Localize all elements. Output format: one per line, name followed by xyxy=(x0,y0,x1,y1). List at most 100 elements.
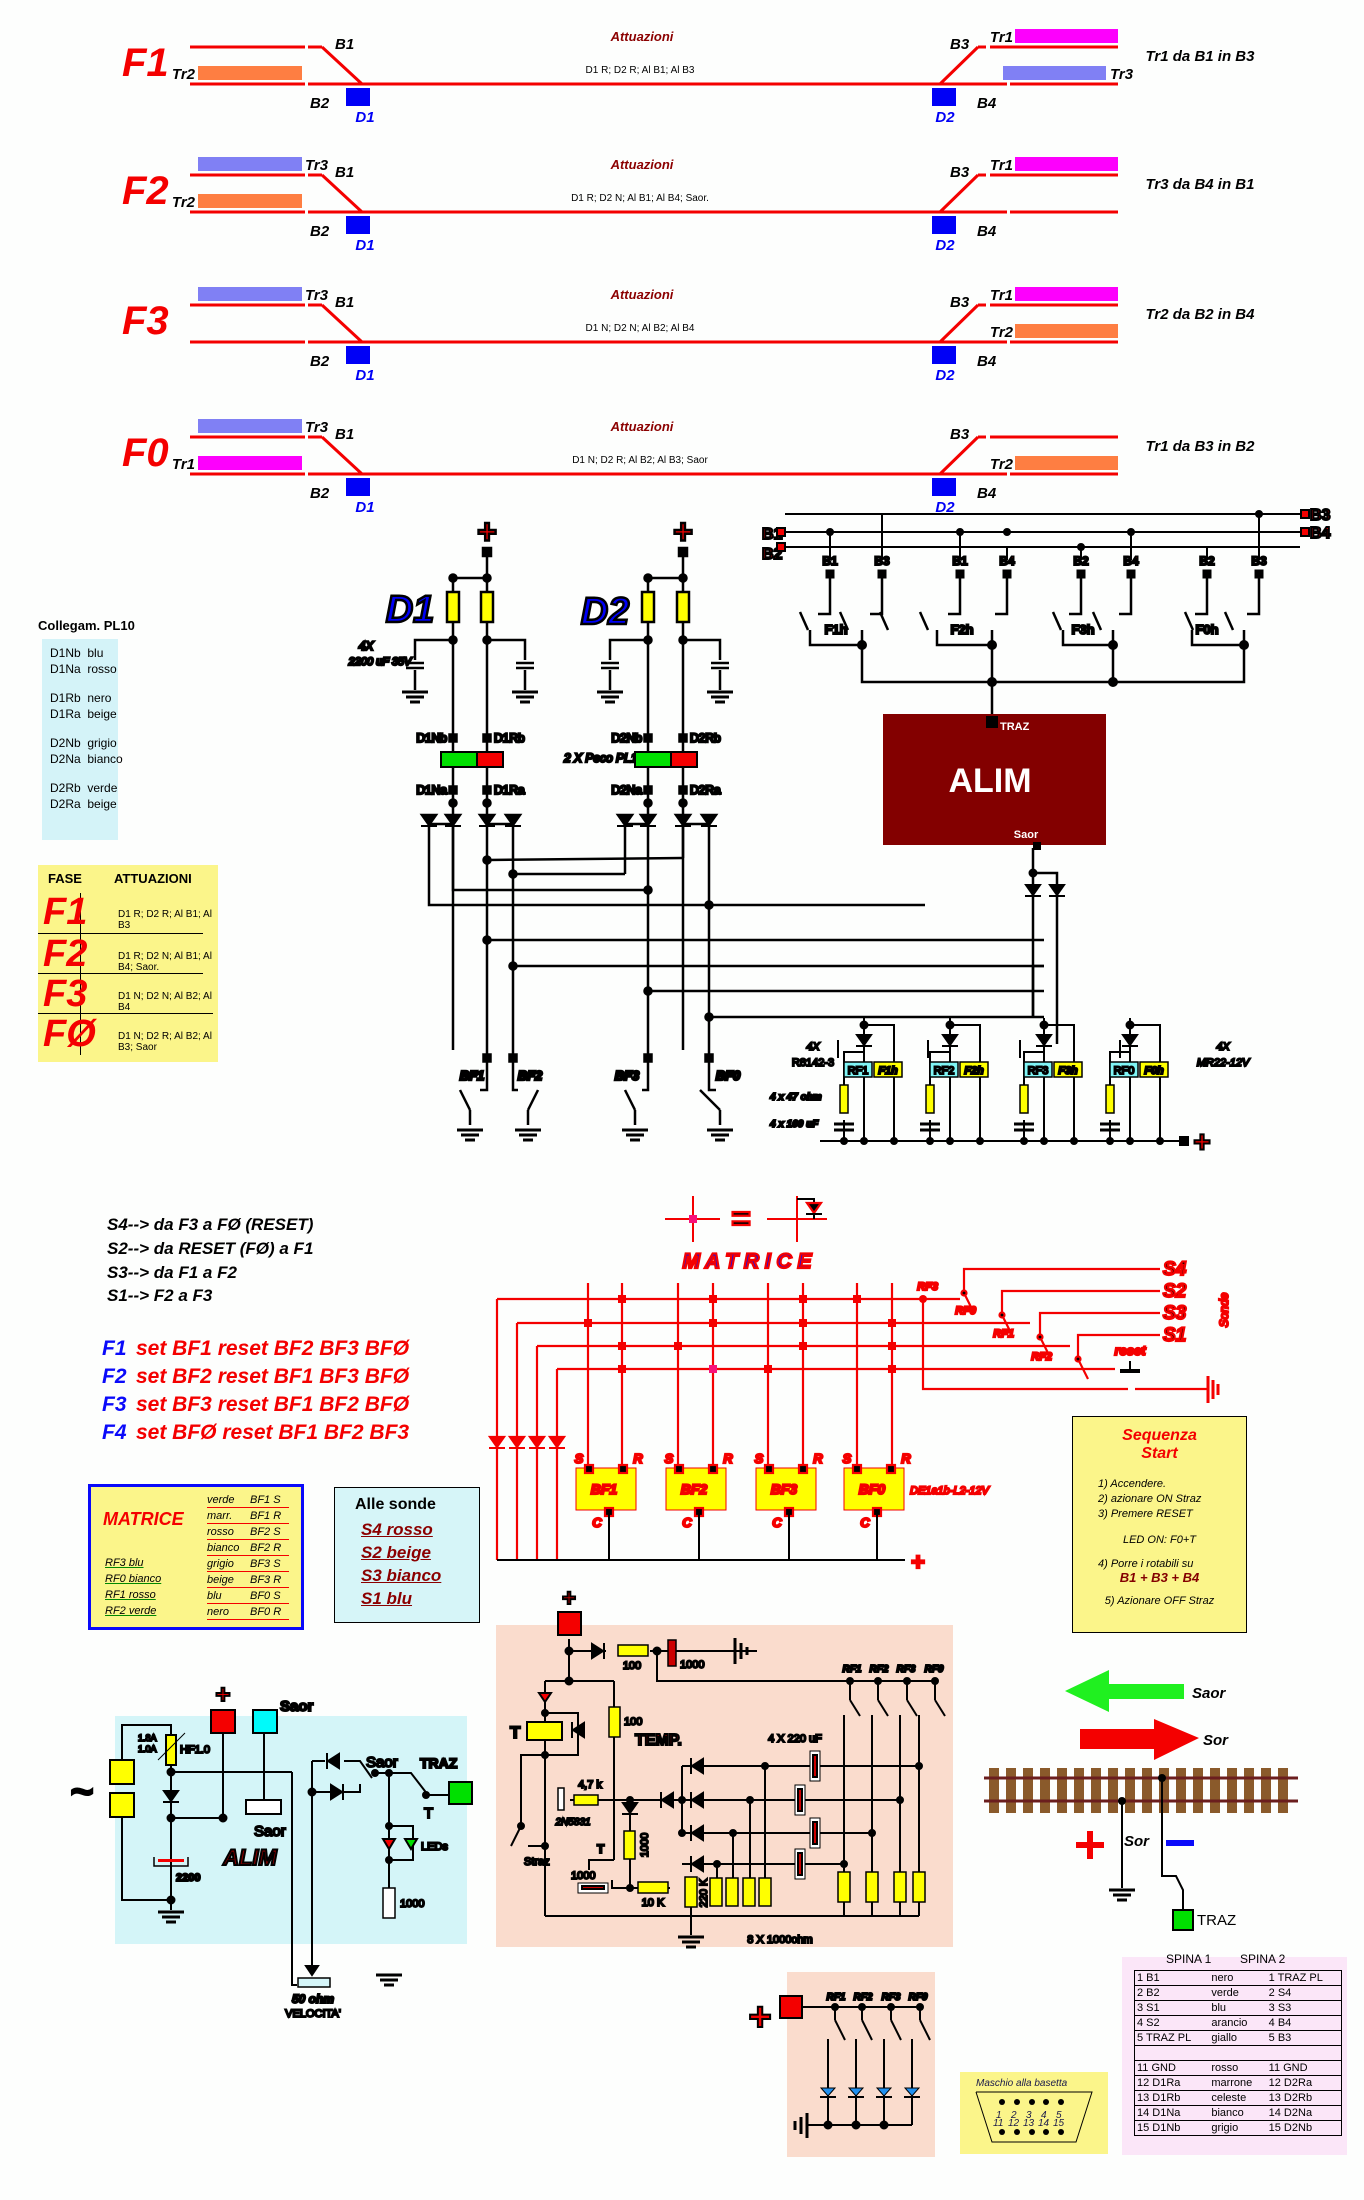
set-reset-phase: F2 xyxy=(102,1365,127,1388)
collegam-title: Collegam. PL10 xyxy=(38,618,135,633)
temp-plus-terminal xyxy=(557,1611,582,1636)
probe-wire xyxy=(1000,1289,1160,1315)
junction-dot xyxy=(896,1796,904,1804)
contact-label: B4 xyxy=(1123,554,1139,568)
resistor-4k7-label: 4,7 k xyxy=(578,1779,602,1791)
matrix-node xyxy=(618,1342,626,1350)
detector-d2-label: D2 xyxy=(935,237,955,254)
speed-potentiometer xyxy=(297,1977,331,1988)
diode-icon xyxy=(591,1642,605,1660)
train-label: Tr2 xyxy=(172,66,196,83)
pin-d2ra: D2Ra xyxy=(690,783,721,797)
train-label: Tr3 xyxy=(1110,66,1134,83)
detector-d1 xyxy=(346,346,370,364)
diode-icon xyxy=(477,813,497,828)
wire-color: marr. xyxy=(207,1510,233,1522)
junction-dot xyxy=(860,1137,868,1145)
start-sequence-box: Sequenza Start 1) Accendere.2) azionare … xyxy=(1072,1416,1247,1633)
matrix-node-dot xyxy=(689,1215,697,1223)
track-switch-b3 xyxy=(938,303,980,344)
detector-d1-label: D1 xyxy=(355,367,374,384)
detector-d2 xyxy=(932,478,956,496)
saor-terminal xyxy=(252,1709,278,1734)
alim-saor-label: Saor xyxy=(1014,829,1039,841)
junction-dot xyxy=(1127,528,1135,536)
track-switch-b1 xyxy=(320,45,364,86)
phase-label: F3 xyxy=(122,299,169,343)
pin-d1nb: D1Nb xyxy=(416,731,447,745)
common-pin-label: C xyxy=(592,1515,602,1530)
junction-dot xyxy=(987,677,997,687)
block-b2-label: B2 xyxy=(310,485,330,502)
resistor-1000ohm xyxy=(725,1877,739,1907)
connector-pin-number: 2 xyxy=(1011,2110,1017,2121)
ac-terminal-2 xyxy=(109,1792,135,1818)
diode-icon xyxy=(621,1802,639,1815)
set-reset-rule: set BF1 reset BF2 BF3 BFØ xyxy=(136,1337,410,1360)
block-b1-label: B1 xyxy=(335,426,354,443)
resistor-10k-label: 10 K xyxy=(642,1897,665,1909)
led-blue xyxy=(875,2087,893,2097)
relay-rf2-label: RF2 xyxy=(934,1065,955,1077)
reset-button-label: reset xyxy=(1114,1343,1146,1358)
diode-icon xyxy=(527,1435,547,1449)
terminal xyxy=(1076,569,1086,579)
matrix-node xyxy=(799,1342,807,1350)
train-tr2 xyxy=(1015,324,1118,338)
relay-rf0-label: RF0 xyxy=(1114,1065,1135,1077)
block-b3-label: B3 xyxy=(950,164,970,181)
relay-f1h-label: F1h xyxy=(878,1065,898,1077)
plus-icon: + xyxy=(215,1679,230,1709)
junction-dot xyxy=(761,1762,769,1770)
set-reset-phase: F1 xyxy=(102,1337,127,1360)
block-b1-label: B1 xyxy=(335,36,354,53)
collegam-line xyxy=(50,722,118,735)
led-blue xyxy=(903,2087,921,2097)
junction-dot xyxy=(1036,1333,1044,1341)
rf-contact-label: RF2 xyxy=(1031,1351,1052,1363)
flipflop-pin: BF3 S xyxy=(250,1558,281,1570)
matrix-node xyxy=(584,1319,592,1327)
terminal xyxy=(482,1053,492,1063)
wire-color: bianco xyxy=(1209,2105,1267,2121)
input-b3-label: B3 xyxy=(1310,507,1331,524)
junction-dot xyxy=(713,1860,721,1868)
plus-icon: + xyxy=(673,513,693,551)
plus-icon: + xyxy=(477,513,497,551)
probe-wire-color: S1 blu xyxy=(361,1589,413,1608)
capacitor-1000 xyxy=(667,1639,677,1667)
capacitors-label: 4 x 100 uF xyxy=(769,1119,819,1130)
wire-color: marrone xyxy=(1209,2075,1267,2091)
led-panel xyxy=(787,1972,935,2157)
relay-f2h-coil xyxy=(959,1061,989,1078)
set-reset-rule: set BF2 reset BF1 BF3 BFØ xyxy=(136,1365,410,1388)
junction-dot xyxy=(915,1762,923,1770)
train-tr1 xyxy=(1015,29,1118,43)
plug-1-pin: 12 D1Ra xyxy=(1134,2075,1210,2091)
led-rf-label: RF1 xyxy=(827,1992,846,2003)
resistor-10k xyxy=(637,1881,669,1894)
alim-block xyxy=(883,714,1106,845)
row-divider xyxy=(38,933,203,934)
capacitor-220uf xyxy=(797,1788,803,1812)
diode-icon xyxy=(487,1435,507,1449)
matrix-junction xyxy=(919,1295,927,1303)
terminal xyxy=(678,733,688,743)
relay-f0h-label: F0h xyxy=(1195,622,1218,637)
connector-pin-number: 14 xyxy=(1038,2118,1050,2129)
temp-relay-label: T xyxy=(510,1723,521,1742)
train-label: Tr1 xyxy=(172,456,195,473)
equals-sign: = xyxy=(731,1200,751,1238)
rf-wire-color: RF0 bianco xyxy=(105,1573,162,1585)
junction-dot xyxy=(678,1829,686,1837)
start-title-1: Sequenza xyxy=(1122,1427,1197,1444)
resistors-label: 4 x 47 ohm xyxy=(769,1092,822,1103)
terminal xyxy=(851,1463,863,1475)
junction-dot xyxy=(448,573,458,583)
plug-1-pin: 3 S1 xyxy=(1134,2000,1210,2016)
wire-color: rosso xyxy=(1209,2060,1267,2076)
transistor-label: 2N5831 xyxy=(554,1817,590,1828)
